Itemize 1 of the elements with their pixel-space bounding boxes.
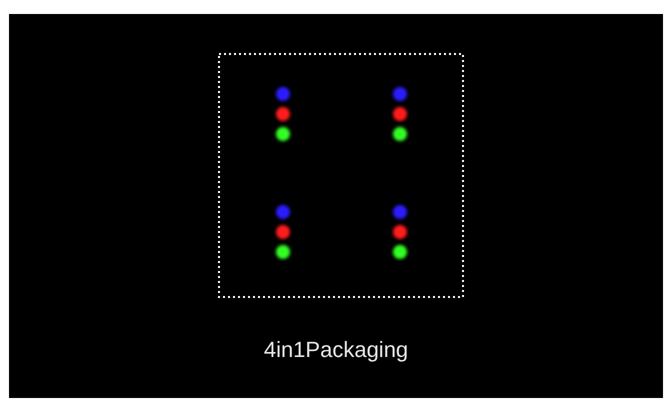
- caption-text: 4in1Packaging: [262, 337, 410, 363]
